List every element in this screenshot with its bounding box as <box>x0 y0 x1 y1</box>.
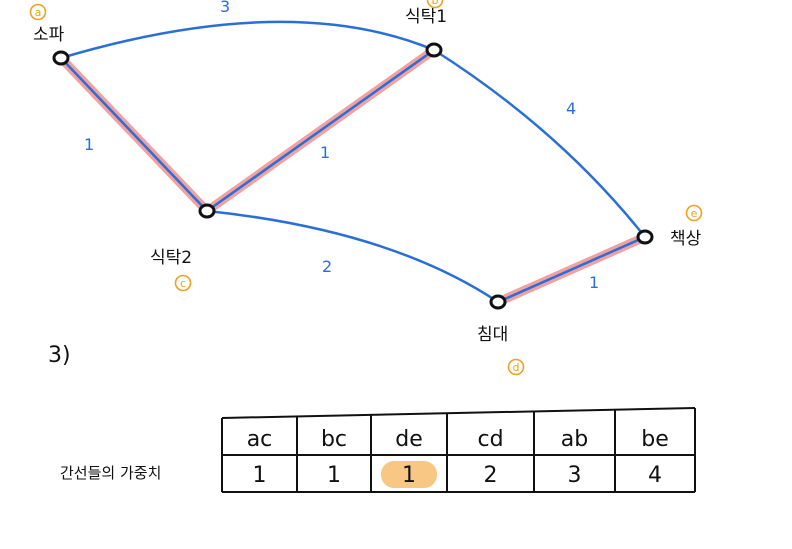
node-tag-e: e <box>691 207 698 220</box>
node-label-c: 식탁2 <box>150 248 192 268</box>
table-header-de: de <box>395 427 423 452</box>
edge-weight-b-e: 4 <box>566 99 576 118</box>
node-tag-a: a <box>35 6 42 19</box>
edge-a-c <box>59 56 209 213</box>
table-value-ac: 1 <box>253 463 267 488</box>
node-c <box>198 203 216 219</box>
node-b <box>425 42 443 58</box>
edge-c-d <box>205 209 500 304</box>
table-header-ac: ac <box>247 427 273 452</box>
node-label-e: 책상 <box>670 229 702 249</box>
edges-layer: 3 1 1 4 2 1 <box>56 0 650 307</box>
table-header-ab: ab <box>561 427 588 452</box>
edge-weight-c-d: 2 <box>322 257 332 276</box>
node-label-b: 식탁1 <box>405 7 447 27</box>
table-row-label: 간선들의 가중치 <box>60 464 161 482</box>
node-tag-ring-e <box>685 204 703 222</box>
node-tag-b: b <box>432 0 439 7</box>
weights-table: ac bc de cd ab be 1 1 1 2 3 4 <box>221 407 696 493</box>
section-title: 3) <box>48 343 71 368</box>
node-tag-ring-c <box>174 274 192 292</box>
edge-c-b <box>205 48 436 213</box>
table-cell-highlight <box>381 461 437 488</box>
table-header-be: be <box>641 427 669 452</box>
table-value-bc: 1 <box>327 463 341 488</box>
node-e <box>636 229 654 245</box>
table-header-cd: cd <box>477 427 503 452</box>
node-label-a: 소파 <box>33 25 65 45</box>
edge-weight-a-b: 3 <box>220 0 230 16</box>
node-d <box>489 294 507 310</box>
node-tag-ring-a <box>29 3 47 21</box>
table-value-de: 1 <box>402 463 416 488</box>
node-tag-ring-d <box>507 358 525 376</box>
table-value-be: 4 <box>648 463 662 488</box>
node-a <box>52 50 70 66</box>
edge-weight-d-e: 1 <box>589 273 599 292</box>
table-value-cd: 2 <box>484 463 498 488</box>
edge-weight-c-b: 1 <box>320 143 330 162</box>
node-tag-d: d <box>513 361 520 374</box>
edge-d-e <box>496 235 647 304</box>
node-tag-c: c <box>180 277 186 290</box>
edge-weight-a-c: 1 <box>84 135 94 154</box>
table-border-top <box>221 407 696 419</box>
node-label-d: 침대 <box>477 325 508 345</box>
table-header-bc: bc <box>321 427 347 452</box>
edge-a-b <box>59 20 436 60</box>
edge-b-e <box>432 48 647 239</box>
node-tag-ring-b <box>426 0 444 9</box>
table-value-ab: 3 <box>568 463 582 488</box>
